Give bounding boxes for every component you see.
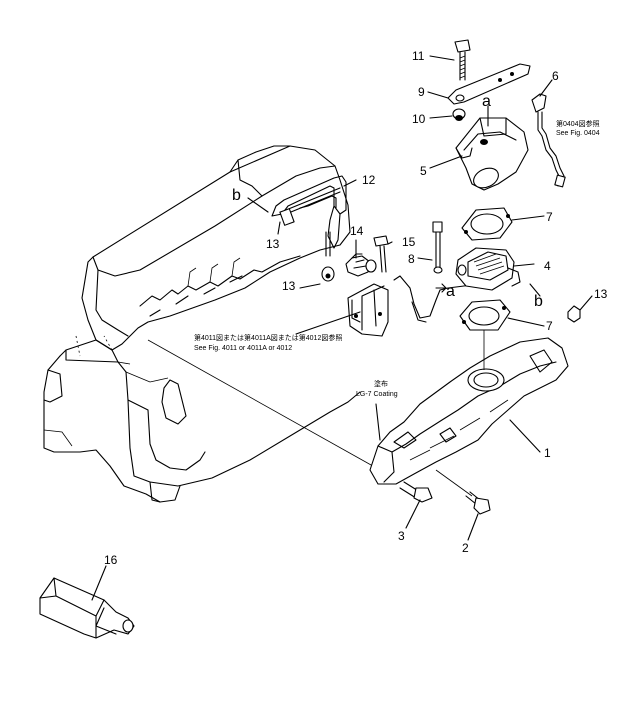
ref-a-mid: a [446, 283, 455, 300]
note-fig4011-jp: 第4011図または第4011A図または第4012図参照 [194, 333, 342, 342]
callout-15: 15 [402, 235, 416, 249]
part-4-connector [455, 247, 521, 291]
callout-11: 11 [412, 49, 425, 63]
part-12-bracket [271, 175, 347, 249]
part-2-bolt [435, 469, 491, 515]
part-14-sensor [345, 253, 377, 277]
part-13-cap-left [321, 266, 335, 282]
callout-16: 16 [104, 553, 118, 567]
callout-1: 1 [544, 446, 551, 460]
part-11-bolt [454, 39, 471, 81]
callout-2: 2 [462, 541, 469, 555]
note-fig4011-en: See Fig. 4011 or 4011A or 4012 [194, 345, 292, 352]
part-8-stud [432, 221, 443, 274]
sensor-wire [393, 275, 501, 319]
sensor-mount-bracket [347, 283, 389, 337]
callout-3: 3 [398, 529, 405, 543]
part-16-tool [39, 577, 135, 639]
note-fig0404-jp: 第0404図参照 [556, 119, 600, 128]
engine-block-outline [43, 145, 361, 503]
leader-lines [91, 55, 593, 601]
callout-4: 4 [544, 259, 551, 273]
callout-6: 6 [552, 69, 559, 83]
callout-5: 5 [420, 164, 427, 178]
ref-b-right: b [534, 293, 543, 310]
reference-notes: 第0404図参照 See Fig. 0404 第4011図または第4011A図ま… [194, 119, 600, 398]
part-3-bolt [399, 481, 433, 503]
note-fig0404-en: See Fig. 0404 [556, 130, 600, 137]
part-6-sensor [531, 93, 566, 188]
callout-10: 10 [412, 112, 426, 126]
ref-a-top: a [482, 93, 491, 110]
reference-letters: a a b b [232, 93, 543, 310]
callout-13a: 13 [266, 237, 280, 251]
callout-14: 14 [350, 224, 364, 238]
part-5-elbow [455, 117, 529, 191]
part-9-plate [447, 63, 531, 105]
callout-labels: 11 9 10 5 6 12 13 13 13 14 15 8 7 7 4 1 … [104, 49, 608, 567]
callout-12: 12 [362, 173, 376, 187]
callout-9: 9 [418, 85, 425, 99]
part-1-exhaust-manifold [369, 337, 569, 485]
part-13-cap-right [567, 305, 581, 323]
callout-7a: 7 [546, 210, 553, 224]
callout-7b: 7 [546, 319, 553, 333]
part-7-gasket-upper [461, 207, 513, 241]
part-10-washer [452, 108, 466, 121]
note-coating-jp: 塗布 [374, 379, 388, 388]
callout-13b: 13 [282, 279, 296, 293]
note-coating-en: LG-7 Coating [356, 391, 398, 398]
ref-b-left: b [232, 187, 241, 204]
part-7-gasket-lower [459, 299, 511, 331]
callout-13c: 13 [594, 287, 608, 301]
callout-8: 8 [408, 252, 415, 266]
manifold-guide-line [147, 339, 381, 471]
